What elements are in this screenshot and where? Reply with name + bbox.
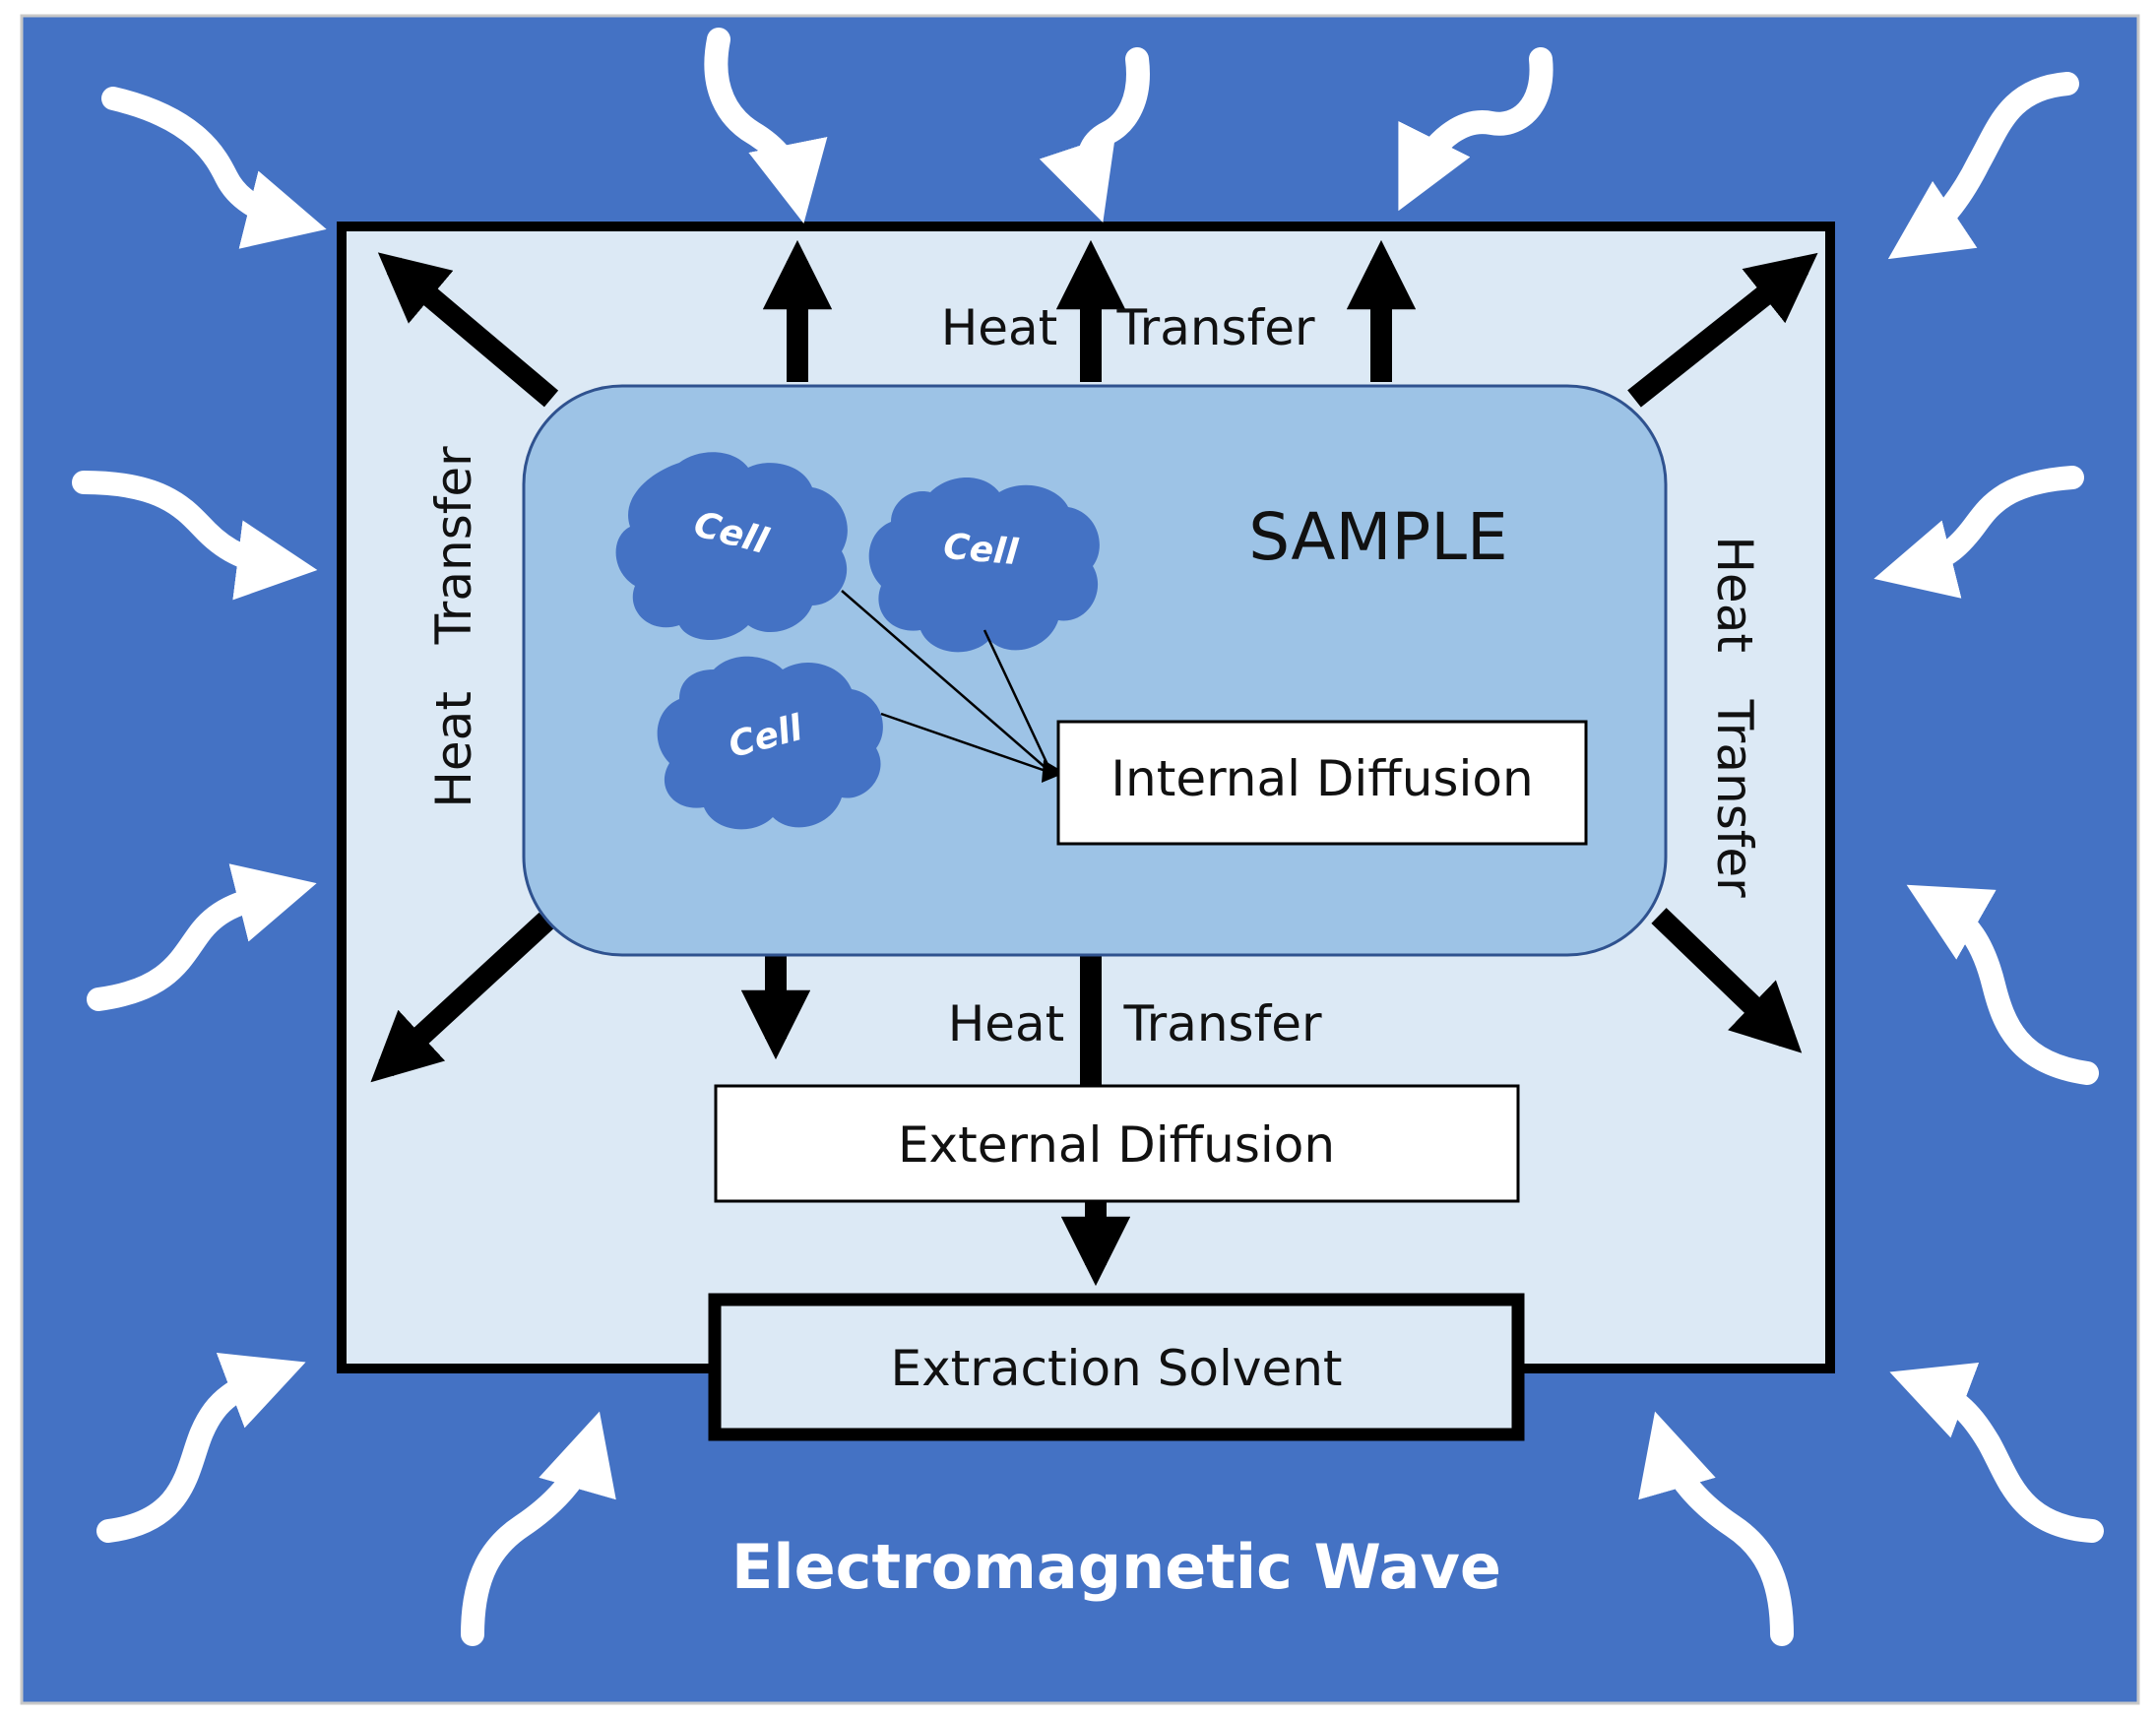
wave-arrow-icon xyxy=(1873,466,2084,599)
wave-arrow-icon xyxy=(461,1411,616,1646)
external-diffusion-box xyxy=(714,1084,1520,1203)
transfer-label-bottom: Transfer xyxy=(1122,995,1321,1052)
heat-arrow-diag-bl xyxy=(370,912,554,1083)
cell-cluster: Cell Cell Cell xyxy=(615,452,1100,830)
heat-arrow-diag-tr xyxy=(1627,252,1818,408)
cell-1-cloud xyxy=(615,452,848,640)
wave-arrow-icon xyxy=(1887,72,2079,260)
wave-arrow-icon xyxy=(704,28,828,224)
transfer-label-top: Transfer xyxy=(1115,299,1314,356)
cell-3-cloud xyxy=(657,656,883,830)
extraction-solvent-label: Extraction Solvent xyxy=(890,1340,1342,1397)
heat-arrow-diag-br xyxy=(1651,908,1803,1053)
cell-2-cloud xyxy=(868,478,1100,653)
wave-arrow-icon xyxy=(1889,1363,2104,1543)
heat-transfer-right-label: Heat Transfer xyxy=(1706,536,1763,898)
heat-label-top: Heat xyxy=(941,299,1058,356)
diffusion-pointer-lines xyxy=(841,590,1053,775)
internal-diffusion-label: Internal Diffusion xyxy=(1110,750,1533,807)
heat-label-bottom: Heat xyxy=(948,995,1065,1052)
diffusion-pointer-head xyxy=(1042,760,1065,783)
heat-transfer-arrows xyxy=(370,239,1818,1287)
wave-arrow-icon xyxy=(87,863,317,1011)
wave-arrow-icon xyxy=(1906,884,2099,1085)
external-diffusion-label: External Diffusion xyxy=(898,1116,1335,1174)
electromagnetic-wave-arrows xyxy=(72,28,2104,1646)
cell-2-label: Cell xyxy=(942,527,1020,573)
wave-arrow-icon xyxy=(101,87,327,249)
wave-arrow-icon xyxy=(1398,47,1554,212)
sample-label: SAMPLE xyxy=(1248,499,1507,575)
extraction-solvent-box xyxy=(708,1293,1525,1441)
wave-arrow-icon xyxy=(72,471,318,601)
wave-arrow-icon xyxy=(1638,1411,1794,1646)
wave-arrow-icon xyxy=(96,1352,306,1543)
heat-transfer-left-label: Heat Transfer xyxy=(425,446,482,808)
heat-arrow-diag-tl xyxy=(377,252,559,408)
electromagnetic-wave-label: Electromagnetic Wave xyxy=(731,1531,1501,1603)
internal-diffusion-box xyxy=(1056,720,1588,846)
wave-arrow-icon xyxy=(1039,47,1150,223)
